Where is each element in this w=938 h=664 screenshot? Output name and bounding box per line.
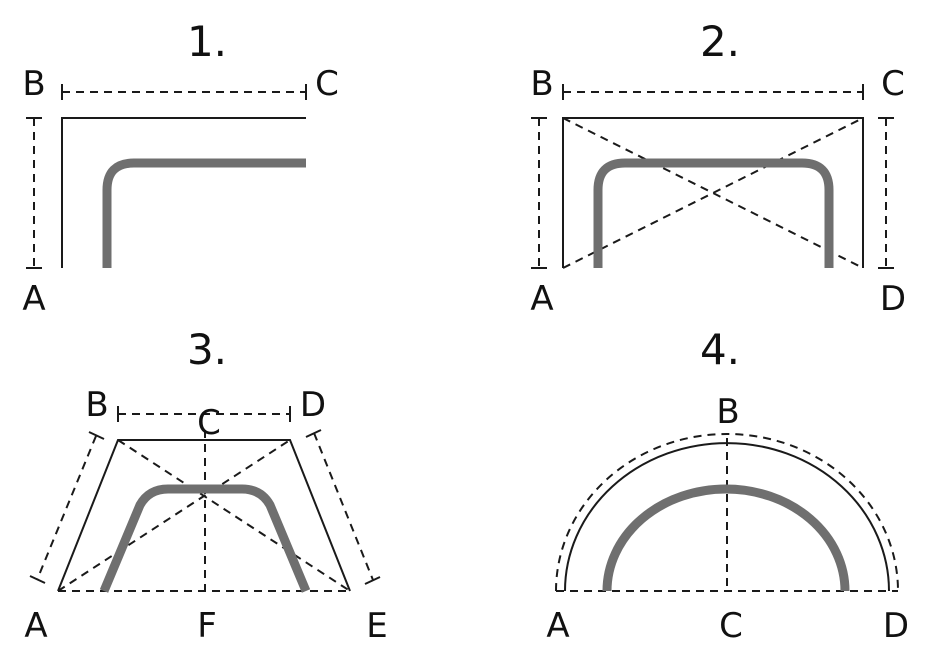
panel-4-label-d: D — [883, 606, 909, 646]
panel-3-bent-bar — [99, 484, 311, 593]
panel-3-dimension-ab-bottom-tick — [29, 575, 46, 584]
panel-3-label-b: B — [85, 385, 108, 425]
panel-3-dimension-ab-top-tick — [88, 431, 105, 440]
panel-3-dimension-ab — [36, 435, 97, 581]
panel-4: 4. B A C D — [546, 325, 909, 646]
panel-1-outline — [61, 117, 306, 268]
panel-3-label-c: C — [197, 403, 221, 443]
panel-2-label-c: C — [881, 64, 905, 104]
panel-4-label-b: B — [716, 392, 739, 432]
panel-3-diagonal-be — [117, 439, 351, 592]
panel-3-label-a: A — [24, 606, 47, 646]
panel-3-dimension-de-bottom-tick — [364, 576, 381, 585]
panel-4-outer-dashed-arc — [555, 433, 899, 592]
panel-3-label-e: E — [366, 606, 387, 646]
panel-2-label-b: B — [530, 64, 553, 104]
panel-1-label-a: A — [22, 279, 45, 319]
panel-3-dimension-de-top-tick — [305, 429, 322, 438]
panel-1: 1. B C A — [22, 17, 339, 319]
panel-3-label-f: F — [197, 606, 217, 646]
panel-1-number: 1. — [187, 17, 227, 66]
panel-3-label-d: D — [300, 385, 326, 425]
panel-3-dimension-de — [313, 432, 374, 581]
panel-2: 2. B C A D — [530, 17, 906, 319]
panel-2-number: 2. — [700, 17, 740, 66]
panel-4-number: 4. — [700, 325, 740, 374]
panel-1-bent-bar — [102, 158, 306, 268]
panel-3-outline — [57, 439, 351, 592]
panel-2-outline — [562, 117, 864, 268]
panel-3-number: 3. — [187, 325, 227, 374]
panel-4-label-c: C — [719, 606, 743, 646]
panel-4-label-a: A — [546, 606, 569, 646]
panel-1-label-b: B — [22, 64, 45, 104]
panel-3-diagonal-ad — [57, 439, 291, 592]
panel-2-label-a: A — [530, 279, 553, 319]
panel-3: 3. B C D A F E — [24, 325, 387, 646]
panel-2-bent-bar — [593, 158, 834, 268]
panel-1-label-c: C — [315, 64, 339, 104]
panel-2-label-d: D — [880, 279, 906, 319]
panel-4-bent-bar — [602, 484, 850, 592]
